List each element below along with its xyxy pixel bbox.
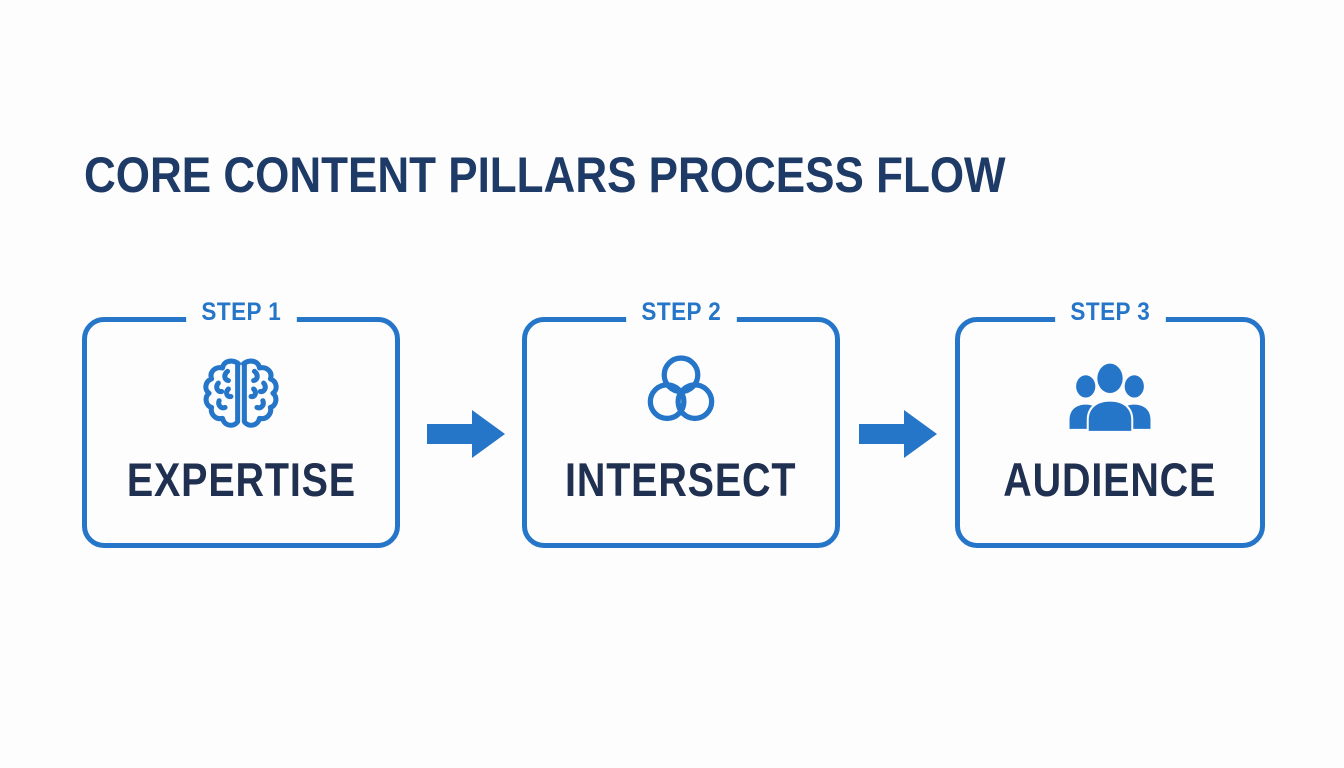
page-title: CORE CONTENT PILLARS PROCESS FLOW [84,146,1006,203]
audience-people-icon [1058,342,1162,446]
step-3-label: STEP 3 [960,295,1260,329]
venn-circles-icon [633,342,729,446]
arrow-right-icon [859,406,937,462]
step-2-label: STEP 2 [527,295,835,329]
step-card-expertise: STEP 1 EXPERTISE [82,295,400,548]
step-1-label-text: STEP 1 [185,295,297,329]
step-2-title: INTERSECT [565,453,797,506]
step-3-title: AUDIENCE [1003,453,1217,506]
brain-icon [199,342,283,446]
step-1-title: EXPERTISE [126,453,356,506]
step-card-audience: STEP 3 AUDIENCE [955,295,1265,548]
step-1-label: STEP 1 [87,295,395,329]
step-3-label-text: STEP 3 [1054,295,1166,329]
step-card-intersect: STEP 2 INTERSECT [522,295,840,548]
arrow-right-icon [427,406,505,462]
step-2-label-text: STEP 2 [625,295,737,329]
